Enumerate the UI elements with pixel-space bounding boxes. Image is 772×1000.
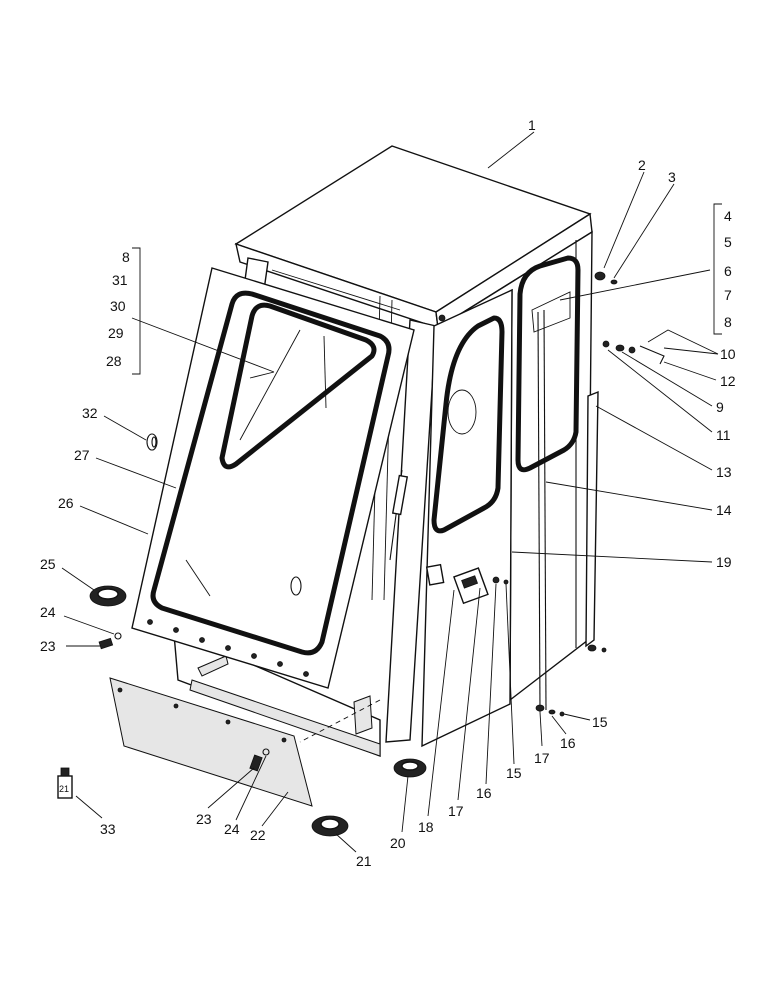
label-17-mid: 17: [448, 803, 464, 819]
label-8-left: 8: [122, 249, 130, 265]
label-16-mid: 16: [476, 785, 492, 801]
part-25-mount: [89, 585, 127, 607]
part-3-screw: [610, 279, 618, 285]
label-28: 28: [106, 353, 122, 369]
label-33: 33: [100, 821, 116, 837]
label-13: 13: [716, 464, 732, 480]
label-16-right: 16: [560, 735, 576, 751]
part-32-grommet: [146, 433, 158, 451]
label-19: 19: [716, 554, 732, 570]
label-12: 12: [720, 373, 736, 389]
label-24-left: 24: [40, 604, 56, 620]
label-27: 27: [74, 447, 90, 463]
side-window-seal: [515, 255, 581, 473]
windshield-outer-frame: [131, 267, 415, 689]
label-1: 1: [528, 117, 536, 133]
part-33-adhesive-tube: 21: [57, 767, 73, 799]
lower-front-panel: [109, 677, 313, 807]
label-2: 2: [638, 157, 646, 173]
base-plate: [189, 679, 381, 757]
front-right-pillar: [385, 319, 437, 743]
label-14: 14: [716, 502, 732, 518]
label-32: 32: [82, 405, 98, 421]
label-26: 26: [58, 495, 74, 511]
callout-labels: 1 2 3 4 5 6 7 8 10 12 9 11 13 14 19 15 1…: [40, 117, 736, 869]
label-15-right: 15: [592, 714, 608, 730]
leader-lines: [61, 131, 722, 853]
label-9: 9: [716, 399, 724, 415]
label-23-lower: 23: [196, 811, 212, 827]
part-21-mount: [311, 815, 349, 837]
label-21: 21: [356, 853, 372, 869]
label-30: 30: [110, 298, 126, 314]
label-23-left: 23: [40, 638, 56, 654]
lower-panel-holes: [117, 687, 287, 743]
windshield-upper-glass-seal: [219, 302, 377, 470]
door-window-seal: [431, 315, 505, 534]
label-3: 3: [668, 169, 676, 185]
rear-side-window: [515, 255, 581, 713]
part-24-washer: [114, 632, 122, 640]
label-15-mid: 15: [506, 765, 522, 781]
label-6: 6: [724, 263, 732, 279]
label-11: 11: [716, 427, 731, 443]
part-23-bolt: [98, 637, 114, 650]
windshield-seal: [150, 290, 392, 656]
part-20-mount: [393, 758, 427, 778]
label-31: 31: [112, 272, 128, 288]
label-18: 18: [418, 819, 434, 835]
part-2-washer: [594, 271, 606, 281]
door-rod: [537, 311, 541, 713]
label-29: 29: [108, 325, 124, 341]
label-17-right: 17: [534, 750, 550, 766]
label-5: 5: [724, 234, 732, 250]
side-door: [421, 288, 513, 748]
windshield-frame: [131, 267, 446, 689]
label-4: 4: [724, 208, 732, 224]
rear-plate: [585, 390, 599, 648]
label-22: 22: [250, 827, 266, 843]
label-24-lower: 24: [224, 821, 240, 837]
label-7: 7: [724, 287, 732, 303]
label-8-right: 8: [724, 314, 732, 330]
label-20: 20: [390, 835, 406, 851]
label-25: 25: [40, 556, 56, 572]
svg-text:21: 21: [59, 784, 69, 794]
label-10: 10: [720, 346, 736, 362]
